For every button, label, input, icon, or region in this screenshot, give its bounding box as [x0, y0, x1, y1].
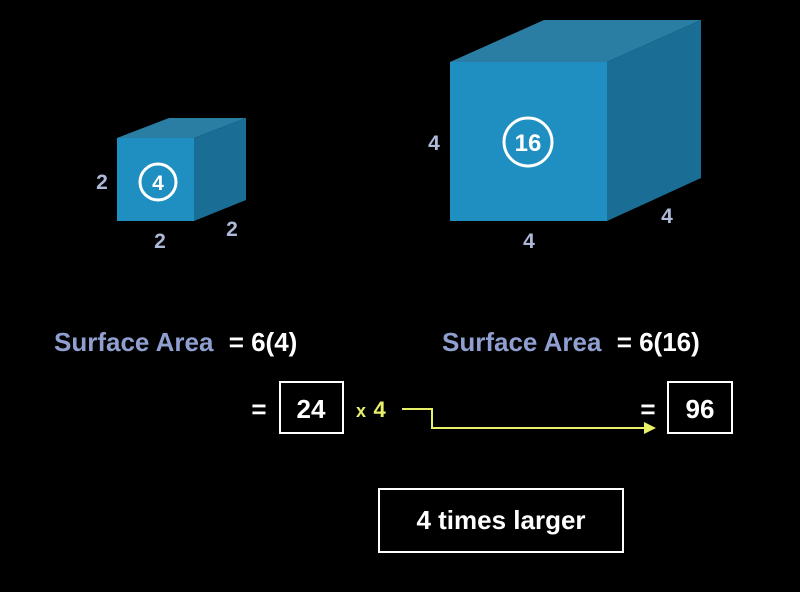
multiplier-label: x 4: [356, 397, 386, 422]
right-result-value: 96: [686, 394, 715, 424]
conclusion: 4 times larger: [378, 488, 624, 553]
conclusion-box: [378, 488, 624, 553]
right-surface-area-expression: = 6(16): [617, 327, 700, 357]
left-result-box: [279, 381, 344, 434]
small-cube-face-area: 4: [152, 172, 164, 195]
large-cube-face-area: 16: [515, 130, 542, 157]
large-cube-side-face: [607, 20, 701, 221]
left-result-value: 24: [297, 394, 326, 424]
multiplier-factor: 4: [373, 397, 386, 422]
conclusion-text: 4 times larger: [416, 505, 585, 535]
large-cube-width-label: 4: [523, 230, 535, 253]
small-cube-front-face: [117, 138, 194, 221]
left-surface-area-label: Surface Area: [54, 327, 214, 357]
large-cube: 16 4 4 4: [428, 20, 701, 253]
small-cube-depth-label: 2: [226, 218, 238, 241]
right-result-box: [667, 381, 733, 434]
right-formula: Surface Area = 6(16) = 96: [442, 327, 733, 434]
small-cube-height-label: 2: [96, 171, 108, 194]
small-cube: 4 2 2 2: [96, 118, 246, 253]
large-cube-height-label: 4: [428, 132, 440, 155]
small-cube-area-circle: [138, 162, 178, 202]
left-surface-area-expression: = 6(4): [229, 327, 298, 357]
small-cube-width-label: 2: [154, 230, 166, 253]
large-cube-top-face: [450, 20, 701, 62]
right-surface-area-label: Surface Area: [442, 327, 602, 357]
large-cube-front-face: [450, 62, 607, 221]
small-cube-top-face: [117, 118, 246, 138]
right-formula-line: Surface Area = 6(16): [442, 327, 700, 357]
small-cube-side-face: [194, 118, 246, 221]
left-result-equals: =: [251, 394, 266, 424]
multiplier-arrow-head: [644, 422, 656, 434]
multiplier-x: x: [356, 401, 366, 421]
left-formula-line: Surface Area = 6(4): [54, 327, 297, 357]
multiplier-arrow: [402, 408, 645, 429]
large-cube-area-circle: [502, 116, 554, 168]
multiplier: x 4: [356, 397, 656, 434]
large-cube-depth-label: 4: [661, 205, 673, 228]
right-result-equals: =: [640, 394, 655, 424]
left-formula: Surface Area = 6(4) = 24: [54, 327, 344, 434]
